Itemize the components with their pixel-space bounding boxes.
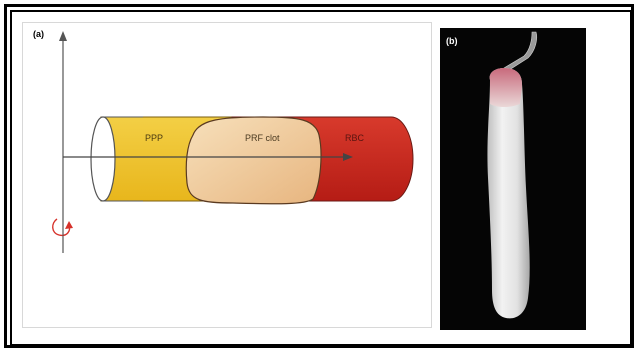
tube-diagram-svg	[23, 23, 433, 329]
clot-photo-svg	[440, 28, 586, 330]
forceps-icon	[504, 32, 537, 72]
rbc-label: RBC	[345, 133, 364, 143]
panel-b-photo: (b)	[440, 28, 586, 330]
vertical-axis-arrowhead	[59, 31, 67, 41]
prf-clot-label: PRF clot	[245, 133, 280, 143]
rotation-arrow-icon	[53, 219, 73, 239]
panel-a-diagram: (a)	[22, 22, 432, 328]
prf-clot-region	[186, 117, 321, 204]
clot-red-tip	[490, 68, 522, 107]
tube-opening	[91, 117, 115, 201]
ppp-label: PPP	[145, 133, 163, 143]
